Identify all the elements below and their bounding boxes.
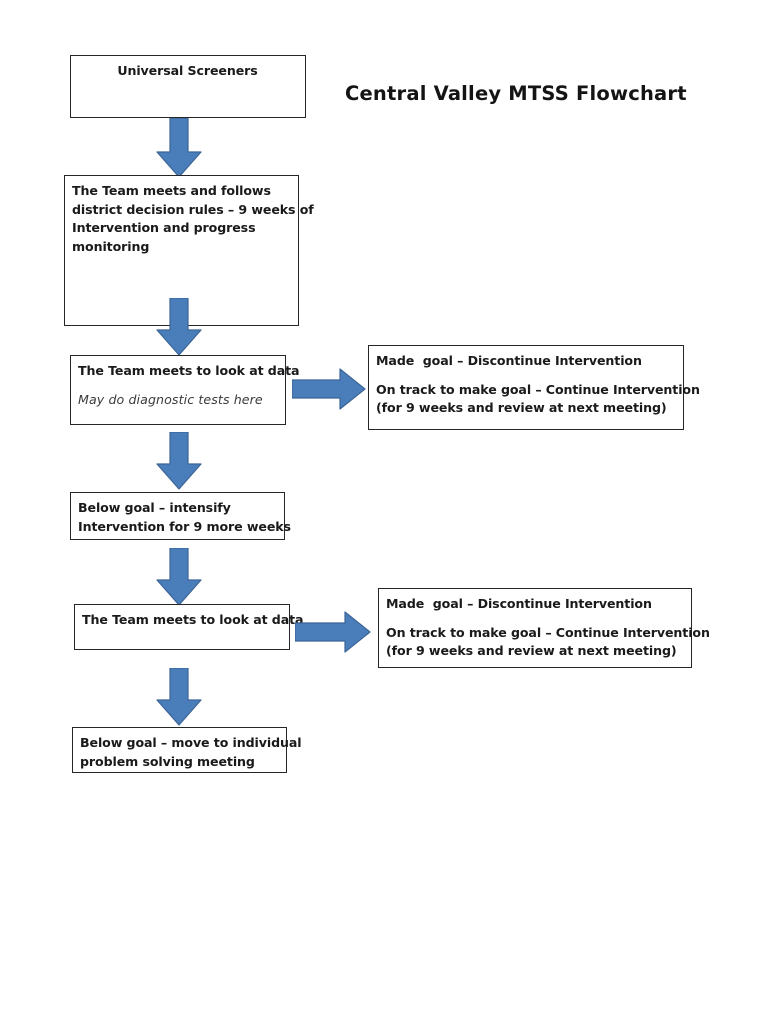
node-text-line: On track to make goal – Continue Interve… <box>376 381 700 397</box>
node-text-line: The Team meets and follows <box>72 183 271 198</box>
arrow-screeners-to-team <box>156 118 202 178</box>
node-universal-screeners[interactable]: Universal Screeners <box>70 55 306 118</box>
node-text-line: Intervention and progress <box>72 220 256 235</box>
node-team-meets-to-look-at-data-second[interactable]: The Team meets to look at data <box>74 604 304 650</box>
node-text-line: Intervention for 9 more weeks <box>78 518 291 534</box>
node-text-line: district decision rules – 9 weeks of <box>72 201 314 217</box>
text-spacer <box>386 614 683 624</box>
node-text-line: Made goal – Discontinue Intervention <box>386 596 652 611</box>
arrow-data-1-to-outcome-1 <box>292 368 366 410</box>
node-text-line: Made goal – Discontinue Intervention <box>376 353 642 368</box>
text-spacer <box>78 381 277 391</box>
node-text-line: On track to make goal – Continue Interve… <box>386 624 710 640</box>
arrow-data-1-to-intensify <box>156 432 202 490</box>
node-text-line: monitoring <box>72 238 150 254</box>
arrow-intensify-to-data-2 <box>156 548 202 606</box>
node-note: May do diagnostic tests here <box>78 391 263 407</box>
node-heading: The Team meets to look at data <box>78 363 300 378</box>
node-heading: The Team meets to look at data <box>82 612 304 627</box>
node-text-line: Below goal – move to individual <box>80 735 302 750</box>
node-outcome-made-goal-first[interactable]: Made goal – Discontinue Intervention On … <box>368 345 700 430</box>
arrow-data-2-to-outcome-2 <box>295 611 371 653</box>
node-team-meets-to-look-at-data-first[interactable]: The Team meets to look at data May do di… <box>70 355 300 425</box>
arrow-team-to-data-1 <box>156 298 202 356</box>
node-below-goal-intensify[interactable]: Below goal – intensify Intervention for … <box>70 492 291 540</box>
node-text-line: Universal Screeners <box>117 63 258 78</box>
node-outcome-made-goal-second[interactable]: Made goal – Discontinue Intervention On … <box>378 588 710 668</box>
page-title: Central Valley MTSS Flowchart <box>345 82 687 105</box>
arrow-data-2-to-move <box>156 668 202 726</box>
node-team-meets-and-follows-rules[interactable]: The Team meets and follows district deci… <box>64 175 314 326</box>
node-text-line: Below goal – intensify <box>78 500 231 515</box>
node-text-line: problem solving meeting <box>80 753 255 769</box>
text-spacer <box>376 371 675 381</box>
node-below-goal-move-to-individual[interactable]: Below goal – move to individual problem … <box>72 727 302 773</box>
node-text-line: (for 9 weeks and review at next meeting) <box>386 643 677 658</box>
node-text-line: (for 9 weeks and review at next meeting) <box>376 400 667 415</box>
